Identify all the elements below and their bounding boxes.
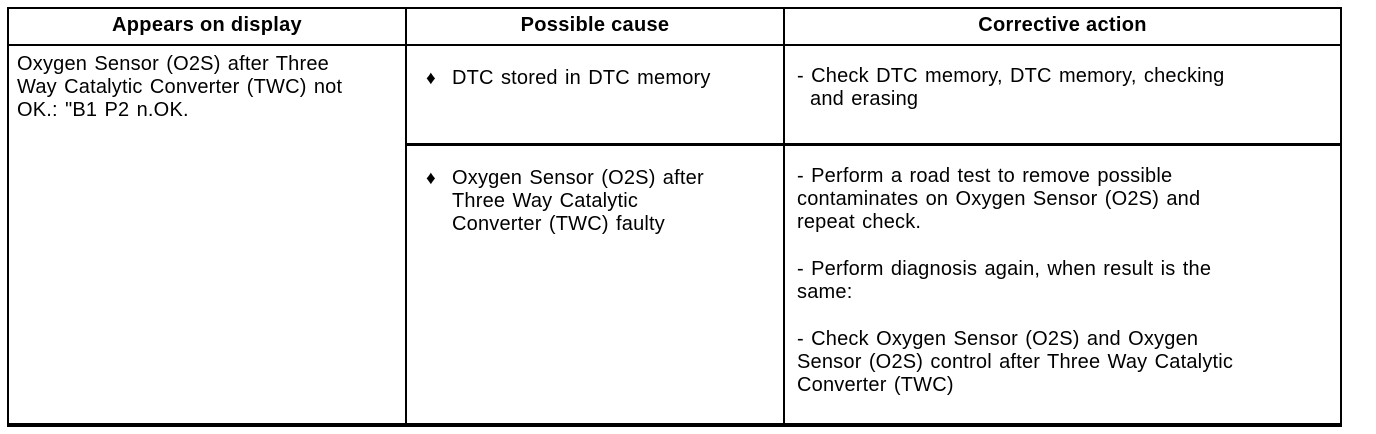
action-paragraph: - Check Oxygen Sensor (O2S) and Oxygen S… xyxy=(797,328,1234,396)
action-paragraph: - Perform a road test to remove possible… xyxy=(797,165,1201,233)
cause-cell-row-2: ♦ Oxygen Sensor (O2S) after Three Way Ca… xyxy=(405,146,783,423)
action-paragraph: - Check DTC memory, DTC memory, checking… xyxy=(797,65,1225,110)
action-cell-row-2: - Perform a road test to remove possible… xyxy=(783,146,1340,423)
cause-cell-row-1: ♦ DTC stored in DTC memory xyxy=(405,46,783,146)
cause-text: DTC stored in DTC memory xyxy=(452,67,711,89)
column-header-appears-on-display: Appears on display xyxy=(9,9,405,46)
action-cell-row-1: - Check DTC memory, DTC memory, checking… xyxy=(783,46,1340,146)
display-text: Oxygen Sensor (O2S) after Three Way Cata… xyxy=(17,53,343,121)
diagnostic-table: Appears on display Possible cause Correc… xyxy=(7,7,1342,427)
cause-text: Oxygen Sensor (O2S) after Three Way Cata… xyxy=(452,167,704,235)
action-paragraph: - Perform diagnosis again, when result i… xyxy=(797,258,1212,303)
column-header-possible-cause: Possible cause xyxy=(405,9,783,46)
column-header-corrective-action: Corrective action xyxy=(783,9,1340,46)
display-text-cell: Oxygen Sensor (O2S) after Three Way Cata… xyxy=(9,46,405,423)
diamond-bullet-icon: ♦ xyxy=(426,168,436,189)
diamond-bullet-icon: ♦ xyxy=(426,68,436,89)
